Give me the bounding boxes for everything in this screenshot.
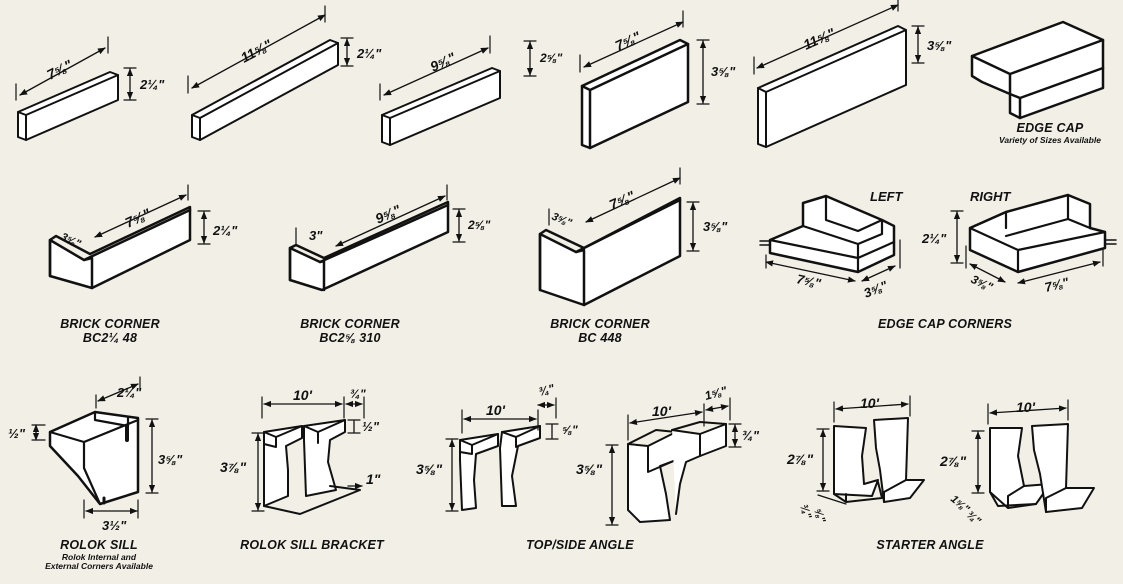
edge-cap-corner-left: 7⅝" 3⅝": [759, 194, 901, 301]
corner-3-caption: BRICK CORNER BC 448: [540, 317, 660, 346]
sa-a-b1: ¾": [797, 503, 813, 521]
brick-1-height: 2¼": [139, 77, 165, 92]
tsa-a-length: 10': [486, 402, 506, 418]
brick-2: 11⅝" 2¼": [187, 5, 382, 141]
brick-4: 7⅝" 3⅝": [579, 10, 736, 150]
sa-b-length: 10': [1016, 399, 1036, 415]
edge-cap-caption: EDGE CAP Variety of Sizes Available: [990, 121, 1110, 145]
sa-a-length: 10': [860, 395, 880, 411]
right-cap-long: 7⅝": [1043, 274, 1071, 295]
brick-2-height: 2¼": [356, 46, 382, 61]
starter-angle-a: 10' 2⅞" ¾" ⅝": [786, 395, 925, 525]
sa-a-height: 2⅞": [786, 451, 813, 467]
tsa-b-thick: ¾": [742, 428, 760, 443]
brick-3: 9⅝" 2⅝": [379, 35, 563, 146]
edge-cap-subtitle: Variety of Sizes Available: [999, 134, 1101, 145]
tsa-b-width: 1⅝": [703, 384, 729, 403]
bracket-width: ¾": [350, 387, 366, 401]
corner-2-short: 3": [309, 228, 323, 243]
brick-4-height: 3⅝": [711, 64, 736, 79]
corner-3-height: 3⅝": [703, 219, 728, 234]
corner-2-title: BRICK CORNER: [300, 317, 400, 331]
brick-1-length: 7⅝": [44, 56, 75, 82]
brick-1: 7⅝" 2¼": [15, 36, 165, 141]
corner-1-height: 2¼": [212, 223, 238, 238]
right-label: RIGHT: [970, 189, 1012, 204]
bracket-foot: 1": [366, 471, 381, 487]
edge-cap-corner-right: 3⅝" 7⅝" 2¼": [921, 193, 1117, 295]
tsa-a-thick: ⅝": [562, 423, 578, 437]
rolok-bracket-caption: ROLOK SILL BRACKET: [232, 538, 392, 553]
corner-2-height: 2⅝": [467, 218, 491, 232]
brick-corner-3: 3⅝" 7⅝" 3⅝": [538, 167, 728, 307]
brick-5-length: 11⅝": [801, 25, 838, 53]
bracket-height: 3⅞": [220, 459, 246, 475]
brick-5: 11⅝" 3⅝": [753, 0, 952, 148]
sa-a-b2: ⅝": [811, 507, 827, 525]
tsa-b-height: 3⅝": [576, 461, 602, 477]
left-cap-short: 3⅝": [862, 277, 891, 300]
sill-height: 3⅝": [158, 452, 183, 467]
bracket-thick: ½": [362, 419, 380, 434]
brick-5-height: 3⅝": [927, 38, 952, 53]
sill-bottom: 3½": [102, 518, 127, 533]
starter-angle-b: 10' 2⅞" 1⅝" ¾": [939, 399, 1095, 528]
sill-left: ½": [8, 426, 26, 441]
edge-cap-corners-caption: EDGE CAP CORNERS: [860, 317, 1030, 332]
edge-cap-title: EDGE CAP: [1016, 121, 1084, 135]
corner-3-code: BC 448: [578, 330, 622, 345]
left-cap-long: 7⅝": [795, 271, 823, 291]
brick-4-length: 7⅝": [613, 28, 644, 54]
corner-1-caption: BRICK CORNER BC2¼ 48: [50, 317, 170, 346]
corner-3-title: BRICK CORNER: [550, 317, 650, 331]
top-side-angle-title: TOP/SIDE ANGLE: [526, 538, 634, 552]
corner-2-caption: BRICK CORNER BC2⅝ 310: [290, 317, 410, 346]
brick-corner-2: 3" 9⅝" 2⅝": [288, 184, 491, 292]
rolok-sill-shape: 2¼" ½" 3⅝" 3½": [8, 376, 183, 533]
corner-3-long: 7⅝": [607, 187, 638, 212]
brick-3-height: 2⅝": [539, 51, 563, 65]
brick-2-length: 11⅝": [238, 36, 275, 66]
edge-cap-corners-title: EDGE CAP CORNERS: [877, 317, 1012, 331]
sill-top: 2¼": [116, 385, 142, 400]
tsa-a-height: 3⅝": [416, 461, 442, 477]
rolok-bracket-shape: 10' ¾" ½" 3⅞" 1": [220, 387, 381, 515]
brick-3-length: 9⅝": [428, 49, 459, 75]
starter-angle-title: STARTER ANGLE: [876, 538, 984, 552]
brick-corner-1: 3⅝" 7⅝" 2¼": [48, 184, 238, 290]
rolok-bracket-title: ROLOK SILL BRACKET: [240, 538, 384, 552]
left-label: LEFT: [870, 189, 904, 204]
edge-cap-shape: [970, 20, 1105, 120]
bracket-length: 10': [293, 387, 313, 403]
corner-2-code: BC2⅝ 310: [319, 330, 381, 345]
rolok-sill-caption: ROLOK SILL Rolok Internal and External C…: [34, 538, 164, 572]
rolok-sill-sub2: External Corners Available: [45, 561, 153, 572]
corner-3-short: 3⅝": [550, 211, 574, 230]
top-side-angle-a: 10' ¾" ⅝" 3⅝": [416, 381, 578, 512]
cap-corner-height: 2¼": [921, 231, 947, 246]
corner-1-title: BRICK CORNER: [60, 317, 160, 331]
tsa-b-length: 10': [652, 403, 672, 419]
rolok-sill-sub1: Rolok Internal and: [61, 551, 137, 562]
sa-b-height: 2⅞": [939, 453, 966, 469]
sa-b-b2: ¾": [964, 509, 983, 528]
starter-angle-caption: STARTER ANGLE: [850, 538, 1010, 553]
top-side-angle-caption: TOP/SIDE ANGLE: [500, 538, 660, 553]
tsa-a-width: ¾": [537, 381, 556, 399]
corner-1-code: BC2¼ 48: [82, 330, 138, 345]
top-side-angle-b: 10' 1⅝" ¾" 3⅝": [576, 384, 760, 526]
rolok-sill-title: ROLOK SILL: [60, 538, 138, 552]
